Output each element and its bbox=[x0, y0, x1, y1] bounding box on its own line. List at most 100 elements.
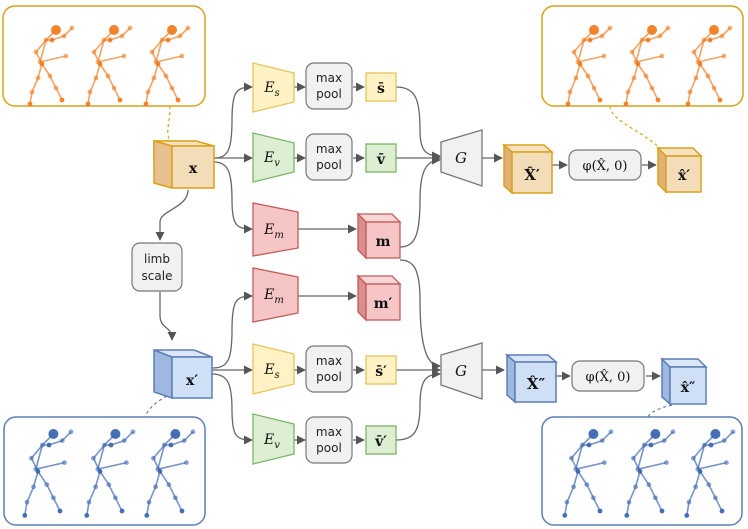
skeleton-joint bbox=[31, 484, 36, 490]
skeleton-joint bbox=[721, 53, 727, 59]
em-top-name: E bbox=[263, 222, 274, 238]
skeleton-bone bbox=[693, 39, 705, 53]
skeleton-joint bbox=[585, 73, 591, 79]
es-bottom-name: E bbox=[263, 362, 274, 378]
skeleton-joint bbox=[661, 438, 667, 443]
skeleton-bone bbox=[39, 55, 67, 63]
skeleton-joint bbox=[33, 466, 39, 472]
skeleton-joint bbox=[573, 466, 579, 472]
skeleton-joint bbox=[69, 25, 75, 31]
svg-text:X̂″: X̂″ bbox=[527, 375, 546, 393]
limb-scale-line1: limb bbox=[144, 252, 170, 266]
skeleton-joint bbox=[591, 85, 597, 91]
ev-top-sub: v bbox=[274, 158, 280, 169]
skeleton-joint bbox=[708, 442, 714, 448]
skeleton-joint bbox=[607, 25, 613, 31]
skeleton-joint bbox=[643, 73, 649, 79]
maxpool-box-2: max pool bbox=[305, 133, 353, 181]
skeleton-joint bbox=[695, 466, 701, 472]
skeleton-bone bbox=[147, 77, 155, 93]
skeleton-joint bbox=[709, 25, 719, 35]
skeleton-joint bbox=[602, 460, 607, 465]
skeleton-bone bbox=[151, 39, 163, 53]
skeleton-bone bbox=[97, 461, 127, 470]
em-bottom-sub: m bbox=[274, 295, 283, 306]
skeleton-joint bbox=[659, 508, 665, 514]
input-skeleton-panel-orange bbox=[2, 5, 206, 107]
skeleton-joint bbox=[571, 49, 577, 55]
skeleton-joint bbox=[691, 455, 696, 461]
skeleton-bone bbox=[635, 55, 663, 63]
skeleton-joint bbox=[44, 482, 50, 487]
skeleton-bone bbox=[97, 444, 106, 470]
skeleton-joint bbox=[665, 25, 671, 31]
skeleton-bone bbox=[637, 444, 646, 470]
svg-text:v̄′: v̄′ bbox=[374, 434, 387, 450]
skeleton-bone bbox=[152, 444, 166, 459]
skeleton-joint bbox=[47, 73, 53, 79]
svg-text:Es: Es bbox=[263, 80, 279, 99]
skeleton-joint bbox=[68, 429, 74, 435]
skeleton-bone bbox=[692, 444, 706, 459]
skeleton-joint bbox=[633, 59, 639, 65]
skeleton-bone bbox=[627, 77, 635, 93]
latent-s-bar-prime: s̄′ bbox=[365, 355, 397, 385]
skeleton-joint bbox=[146, 499, 152, 505]
skeleton-joint bbox=[659, 53, 665, 59]
skeleton-joint bbox=[648, 442, 654, 448]
skeleton-joint bbox=[84, 513, 90, 518]
skeleton-joint bbox=[706, 482, 712, 487]
skeleton-joint bbox=[165, 37, 171, 43]
skeleton-bone bbox=[92, 444, 106, 459]
skeleton-bone bbox=[153, 63, 159, 79]
ev-bottom-name: E bbox=[263, 432, 274, 448]
skeleton-bone bbox=[654, 497, 663, 512]
skeleton-bone bbox=[708, 484, 717, 499]
skeleton-joint bbox=[730, 429, 736, 435]
skeleton-joint bbox=[575, 59, 581, 65]
projection-phi-bottom: φ(X̂, 0) bbox=[571, 360, 645, 392]
skeleton-bone bbox=[579, 63, 589, 77]
x-prime-label: x′ bbox=[186, 373, 198, 389]
input-cube-x: x bbox=[153, 140, 215, 189]
skeleton-joint bbox=[163, 73, 169, 79]
es-top-sub: s bbox=[275, 88, 280, 99]
skeleton-joint bbox=[179, 508, 185, 514]
skeleton-joint bbox=[686, 499, 692, 505]
skeleton-joint bbox=[705, 73, 711, 79]
skeleton-joint bbox=[59, 438, 65, 443]
skeleton-bone bbox=[575, 444, 584, 470]
skeleton-bone bbox=[95, 63, 101, 79]
skeleton-bone bbox=[648, 484, 657, 499]
svg-text:x̂′: x̂′ bbox=[678, 168, 690, 184]
input-cube-x-prime: x′ bbox=[153, 348, 213, 400]
skeleton-joint bbox=[33, 49, 39, 55]
limb-scale-box: limb scale bbox=[131, 242, 183, 292]
skeleton-bone bbox=[628, 486, 637, 503]
skeleton-bone bbox=[639, 470, 650, 486]
skeleton-joint bbox=[43, 37, 49, 43]
skeleton-joint bbox=[86, 499, 92, 505]
skeleton-bone bbox=[577, 39, 585, 63]
svg-text:x̂″: x̂″ bbox=[681, 380, 696, 396]
skeleton-joint bbox=[110, 429, 121, 439]
latent-m-prime-cube: m′ bbox=[356, 274, 402, 322]
skeleton-joint bbox=[93, 75, 99, 81]
skeleton-joint bbox=[562, 513, 568, 518]
skeleton-joint bbox=[61, 33, 67, 39]
svg-text:max: max bbox=[316, 425, 342, 439]
skeleton-joint bbox=[597, 508, 603, 514]
latent-v-bar-prime: v̄′ bbox=[365, 425, 397, 455]
skeleton-joint bbox=[48, 429, 59, 439]
skeleton-joint bbox=[655, 97, 661, 103]
skeleton-bone bbox=[586, 484, 595, 499]
skeleton-joint bbox=[650, 429, 661, 439]
skeleton-joint bbox=[587, 37, 593, 43]
skeleton-joint bbox=[608, 429, 614, 435]
svg-text:max: max bbox=[316, 71, 342, 85]
svg-text:pool: pool bbox=[316, 370, 342, 384]
encoder-em-bottom: Em bbox=[252, 267, 299, 323]
skeleton-joint bbox=[670, 429, 676, 435]
skeleton-joint bbox=[53, 85, 59, 91]
